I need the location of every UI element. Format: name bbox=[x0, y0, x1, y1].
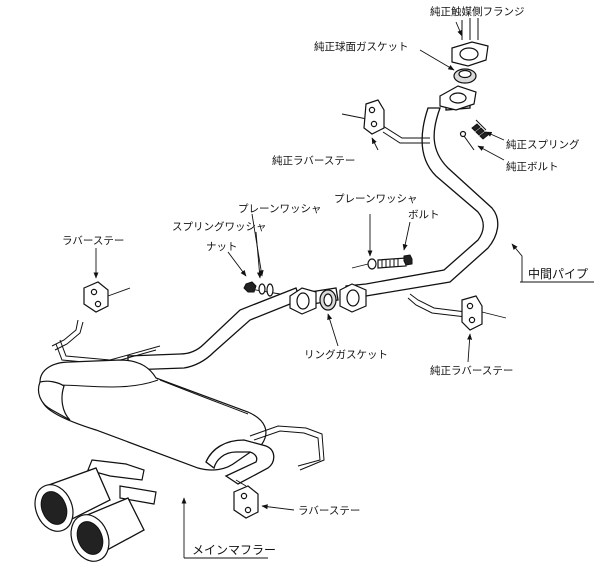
label-cat-flange: 純正触媒側フランジ bbox=[430, 5, 525, 18]
bolt-washer-set-right bbox=[351, 254, 413, 270]
oem-spring-part bbox=[471, 119, 489, 140]
rubber-stay-left bbox=[51, 281, 131, 351]
label-plain-washer-left: プレーンワッシャ bbox=[238, 203, 321, 215]
middle-pipe bbox=[127, 97, 499, 371]
oem-rubber-stay-upper bbox=[341, 99, 385, 135]
label-middle-pipe: 中間パイプ bbox=[528, 266, 588, 281]
tail-tip-left bbox=[34, 467, 111, 532]
front-flange bbox=[439, 85, 477, 111]
label-spring-washer: スプリングワッシャ bbox=[172, 220, 267, 233]
label-rubber-stay-bottom: ラバーステー bbox=[298, 505, 360, 517]
label-oem-rubber-stay-lower: 純正ラバーステー bbox=[430, 364, 513, 377]
nut-washer-set-left bbox=[243, 281, 281, 297]
label-plain-washer-right: プレーンワッシャ bbox=[334, 193, 417, 205]
joint-flange-right bbox=[339, 283, 367, 313]
label-rubber-stay-left: ラバーステー bbox=[62, 235, 124, 247]
label-oem-spring: 純正スプリング bbox=[506, 138, 580, 151]
label-spherical-gasket: 純正球面ガスケット bbox=[314, 40, 409, 53]
label-oem-bolt: 純正ボルト bbox=[506, 160, 559, 173]
label-nut: ナット bbox=[206, 241, 238, 253]
cat-flange bbox=[451, 18, 489, 67]
oem-bolt-part bbox=[459, 130, 475, 151]
main-muffler bbox=[37, 339, 325, 505]
label-main-muffler: メインマフラー bbox=[192, 543, 276, 557]
label-ring-gasket: リングガスケット bbox=[304, 348, 388, 361]
spherical-gasket bbox=[453, 68, 477, 84]
ring-gasket bbox=[319, 289, 337, 311]
tail-tip-right bbox=[70, 497, 145, 562]
oem-rubber-stay-lower bbox=[461, 295, 507, 331]
leader-lines bbox=[93, 21, 594, 559]
joint-flange-left bbox=[289, 287, 317, 315]
rubber-stay-bottom bbox=[233, 479, 259, 519]
label-oem-rubber-stay-upper: 純正ラバーステー bbox=[272, 154, 355, 167]
label-bolt: ボルト bbox=[408, 209, 440, 221]
